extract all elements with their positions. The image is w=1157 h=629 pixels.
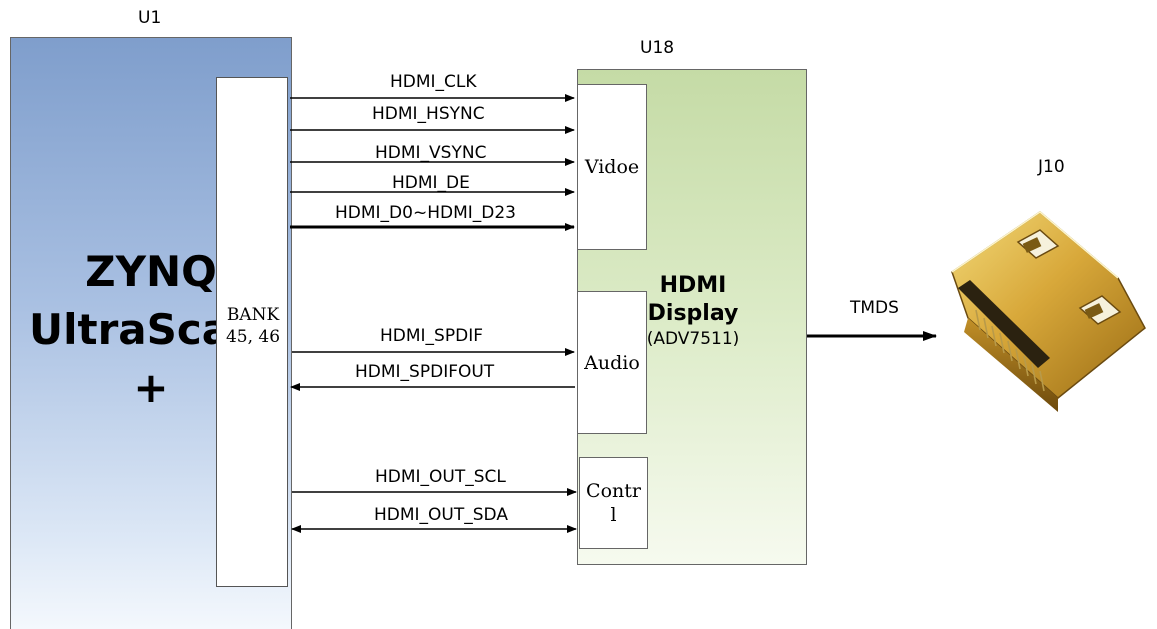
u18-ref-label: U18 xyxy=(640,38,675,58)
bank-block: BANK 45, 46 xyxy=(216,77,288,587)
hdmi-out-scl-label: HDMI_OUT_SCL xyxy=(375,467,506,487)
chip-label: HDMI Display (ADV7511) xyxy=(640,272,746,350)
hdmi-de-label: HDMI_DE xyxy=(392,173,470,193)
hdmi-connector-illustration xyxy=(951,211,1146,412)
chip-name: HDMI Display xyxy=(647,273,739,326)
hdmi-vsync-label: HDMI_VSYNC xyxy=(375,143,487,163)
hdmi-spdifout-label: HDMI_SPDIFOUT xyxy=(355,362,495,382)
hdmi-out-sda-label: HDMI_OUT_SDA xyxy=(374,505,508,525)
u1-ref-label: U1 xyxy=(138,8,162,28)
video-block: Vidoe xyxy=(577,84,647,250)
hdmi-hsync-label: HDMI_HSYNC xyxy=(372,104,485,124)
audio-block: Audio xyxy=(577,291,647,434)
zynq-title-line-3: + xyxy=(133,363,169,412)
j10-ref-label: J10 xyxy=(1038,157,1065,177)
hdmi-clk-label: HDMI_CLK xyxy=(390,72,477,92)
hdmi-spdif-label: HDMI_SPDIF xyxy=(380,326,483,346)
bank-label: BANK 45, 46 xyxy=(225,305,281,347)
hdmi-data-label: HDMI_D0~HDMI_D23 xyxy=(335,203,516,223)
tmds-label: TMDS xyxy=(850,298,899,318)
zynq-title-line-1: ZYNQ xyxy=(85,247,217,296)
control-block: Contr l xyxy=(579,457,648,549)
chip-part-number: (ADV7511) xyxy=(646,329,740,349)
